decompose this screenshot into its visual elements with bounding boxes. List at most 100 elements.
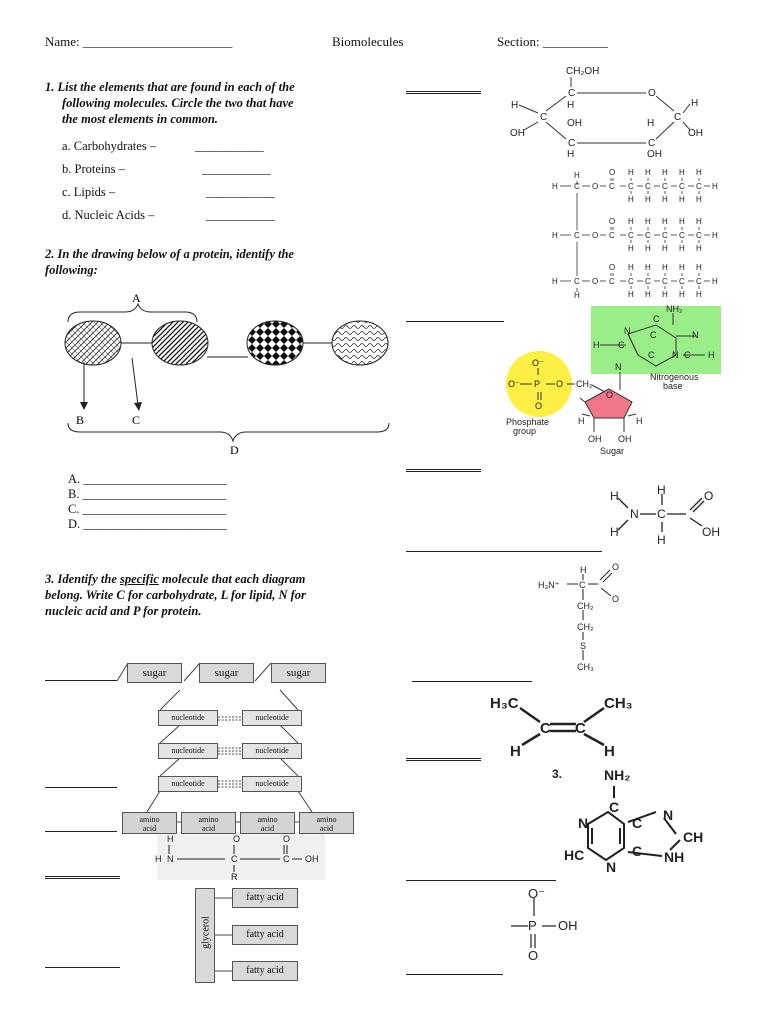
answer-blank-right-8[interactable] — [406, 974, 503, 975]
svg-text:H: H — [567, 100, 574, 111]
svg-text:HC: HC — [564, 847, 584, 863]
label-a: A — [132, 291, 141, 305]
fatty-acid-box: fatty acid — [232, 888, 298, 908]
triglyceride-atom: H — [679, 244, 685, 253]
svg-text:OH: OH — [558, 918, 578, 933]
q1-blank-proteins[interactable]: ___________ — [202, 162, 271, 176]
svg-text:P: P — [528, 918, 537, 933]
triglyceride-atom: H — [696, 168, 702, 177]
nucleotide-box: nucleotide — [242, 710, 302, 726]
triglyceride-atom: O — [592, 277, 598, 286]
q2-answer-c[interactable]: C. _______________________ — [68, 502, 227, 516]
answer-blank-right-4[interactable] — [406, 551, 602, 552]
triglyceride-atom: C — [628, 231, 634, 240]
triglyceride-atom: C — [574, 231, 580, 240]
svg-text:H: H — [567, 149, 574, 160]
triglyceride-atom: H — [645, 290, 651, 299]
svg-text:C: C — [674, 112, 681, 123]
svg-text:C: C — [575, 720, 586, 737]
triglyceride-atom: O — [609, 217, 615, 226]
svg-text:H: H — [510, 743, 521, 760]
brace-d — [67, 422, 390, 443]
amino-acid-circle-2 — [151, 320, 209, 366]
svg-text:NH₂: NH₂ — [666, 304, 683, 314]
question-3: 3. Identify the specific molecule that e… — [45, 571, 395, 619]
q1-blank-carbohydrates[interactable]: ___________ — [195, 139, 264, 153]
glycerol-box: glycerol — [195, 888, 215, 983]
nitrogenous-base-highlight — [591, 306, 721, 374]
q2-answer-d[interactable]: D. _______________________ — [68, 517, 228, 531]
brace-a — [67, 302, 198, 323]
svg-text:H: H — [167, 834, 174, 844]
svg-text:NH: NH — [664, 849, 684, 865]
triglyceride-atom: C — [645, 277, 651, 286]
q1-line-1: 1. List the elements that are found in e… — [45, 80, 295, 94]
q2-answer-b[interactable]: B. _______________________ — [68, 487, 227, 501]
svg-text:C: C — [650, 330, 657, 340]
svg-text:C: C — [283, 854, 290, 864]
svg-text:S: S — [580, 641, 586, 651]
answer-blank-right-5[interactable] — [412, 681, 532, 682]
svg-text:Nitrogenous: Nitrogenous — [650, 372, 699, 382]
svg-text:H: H — [636, 416, 643, 426]
nucleotide-box: nucleotide — [158, 710, 218, 726]
triglyceride-atom: H — [628, 244, 634, 253]
q1-blank-lipids[interactable]: ___________ — [206, 185, 275, 199]
triglyceride-atom: C — [574, 277, 580, 286]
svg-text:O: O — [704, 489, 713, 503]
answer-blank-right-3[interactable] — [406, 469, 481, 472]
triglyceride-atom: H — [679, 168, 685, 177]
svg-text:O: O — [556, 379, 563, 389]
q1-item-carbohydrates: a. Carbohydrates – — [62, 139, 157, 153]
q2-answer-a[interactable]: A. _______________________ — [68, 472, 228, 486]
svg-text:N: N — [578, 815, 588, 831]
fatty-acid-box: fatty acid — [232, 961, 298, 981]
triglyceride-atom: H — [662, 290, 668, 299]
triglyceride-atom: H — [696, 217, 702, 226]
svg-text:H: H — [610, 525, 619, 539]
triglyceride-atom: H — [645, 263, 651, 272]
svg-text:P: P — [534, 379, 540, 389]
name-field-label[interactable]: Name: _______________________ — [45, 34, 233, 49]
answer-blank-right-2[interactable] — [406, 321, 504, 322]
svg-text:O⁻: O⁻ — [528, 886, 545, 901]
svg-text:OH: OH — [567, 118, 582, 129]
amino-acid-circle-1 — [64, 320, 122, 366]
svg-text:H: H — [593, 340, 600, 350]
answer-blank-right-1[interactable] — [406, 91, 481, 94]
triglyceride-atom: H — [574, 171, 580, 180]
svg-text:R: R — [231, 872, 238, 882]
answer-blank-right-7[interactable] — [406, 880, 556, 881]
svg-text:H: H — [691, 98, 698, 109]
answer-blank-left-3[interactable] — [45, 831, 117, 832]
section-field-label[interactable]: Section: __________ — [497, 34, 608, 49]
svg-text:CH₂: CH₂ — [577, 601, 594, 611]
svg-text:C: C — [609, 799, 619, 815]
svg-text:OH: OH — [305, 854, 319, 864]
triglyceride-atom: C — [609, 231, 615, 240]
answer-blank-left-1[interactable] — [45, 680, 117, 681]
triglyceride-atom: C — [696, 277, 702, 286]
svg-text:N: N — [663, 807, 673, 823]
triglyceride-atom: O — [609, 263, 615, 272]
q1-blank-nucleic-acids[interactable]: ___________ — [206, 208, 275, 222]
phosphate-group-highlight — [506, 351, 572, 417]
triglyceride-atom: H — [574, 291, 580, 300]
svg-text:H: H — [580, 565, 587, 575]
answer-blank-left-2[interactable] — [45, 787, 117, 788]
svg-text:C: C — [653, 314, 660, 324]
svg-text:N: N — [672, 350, 679, 360]
label-c: C — [132, 413, 140, 427]
triglyceride-atom: C — [609, 277, 615, 286]
answer-blank-left-4[interactable] — [45, 876, 120, 879]
triglyceride-atom: H — [645, 168, 651, 177]
svg-text:N: N — [167, 854, 174, 864]
answer-blank-right-6[interactable] — [406, 758, 481, 761]
triglyceride-atom: H — [679, 217, 685, 226]
answer-blank-left-5[interactable] — [45, 967, 120, 968]
label-b: B — [76, 413, 84, 427]
svg-text:C: C — [632, 815, 642, 831]
